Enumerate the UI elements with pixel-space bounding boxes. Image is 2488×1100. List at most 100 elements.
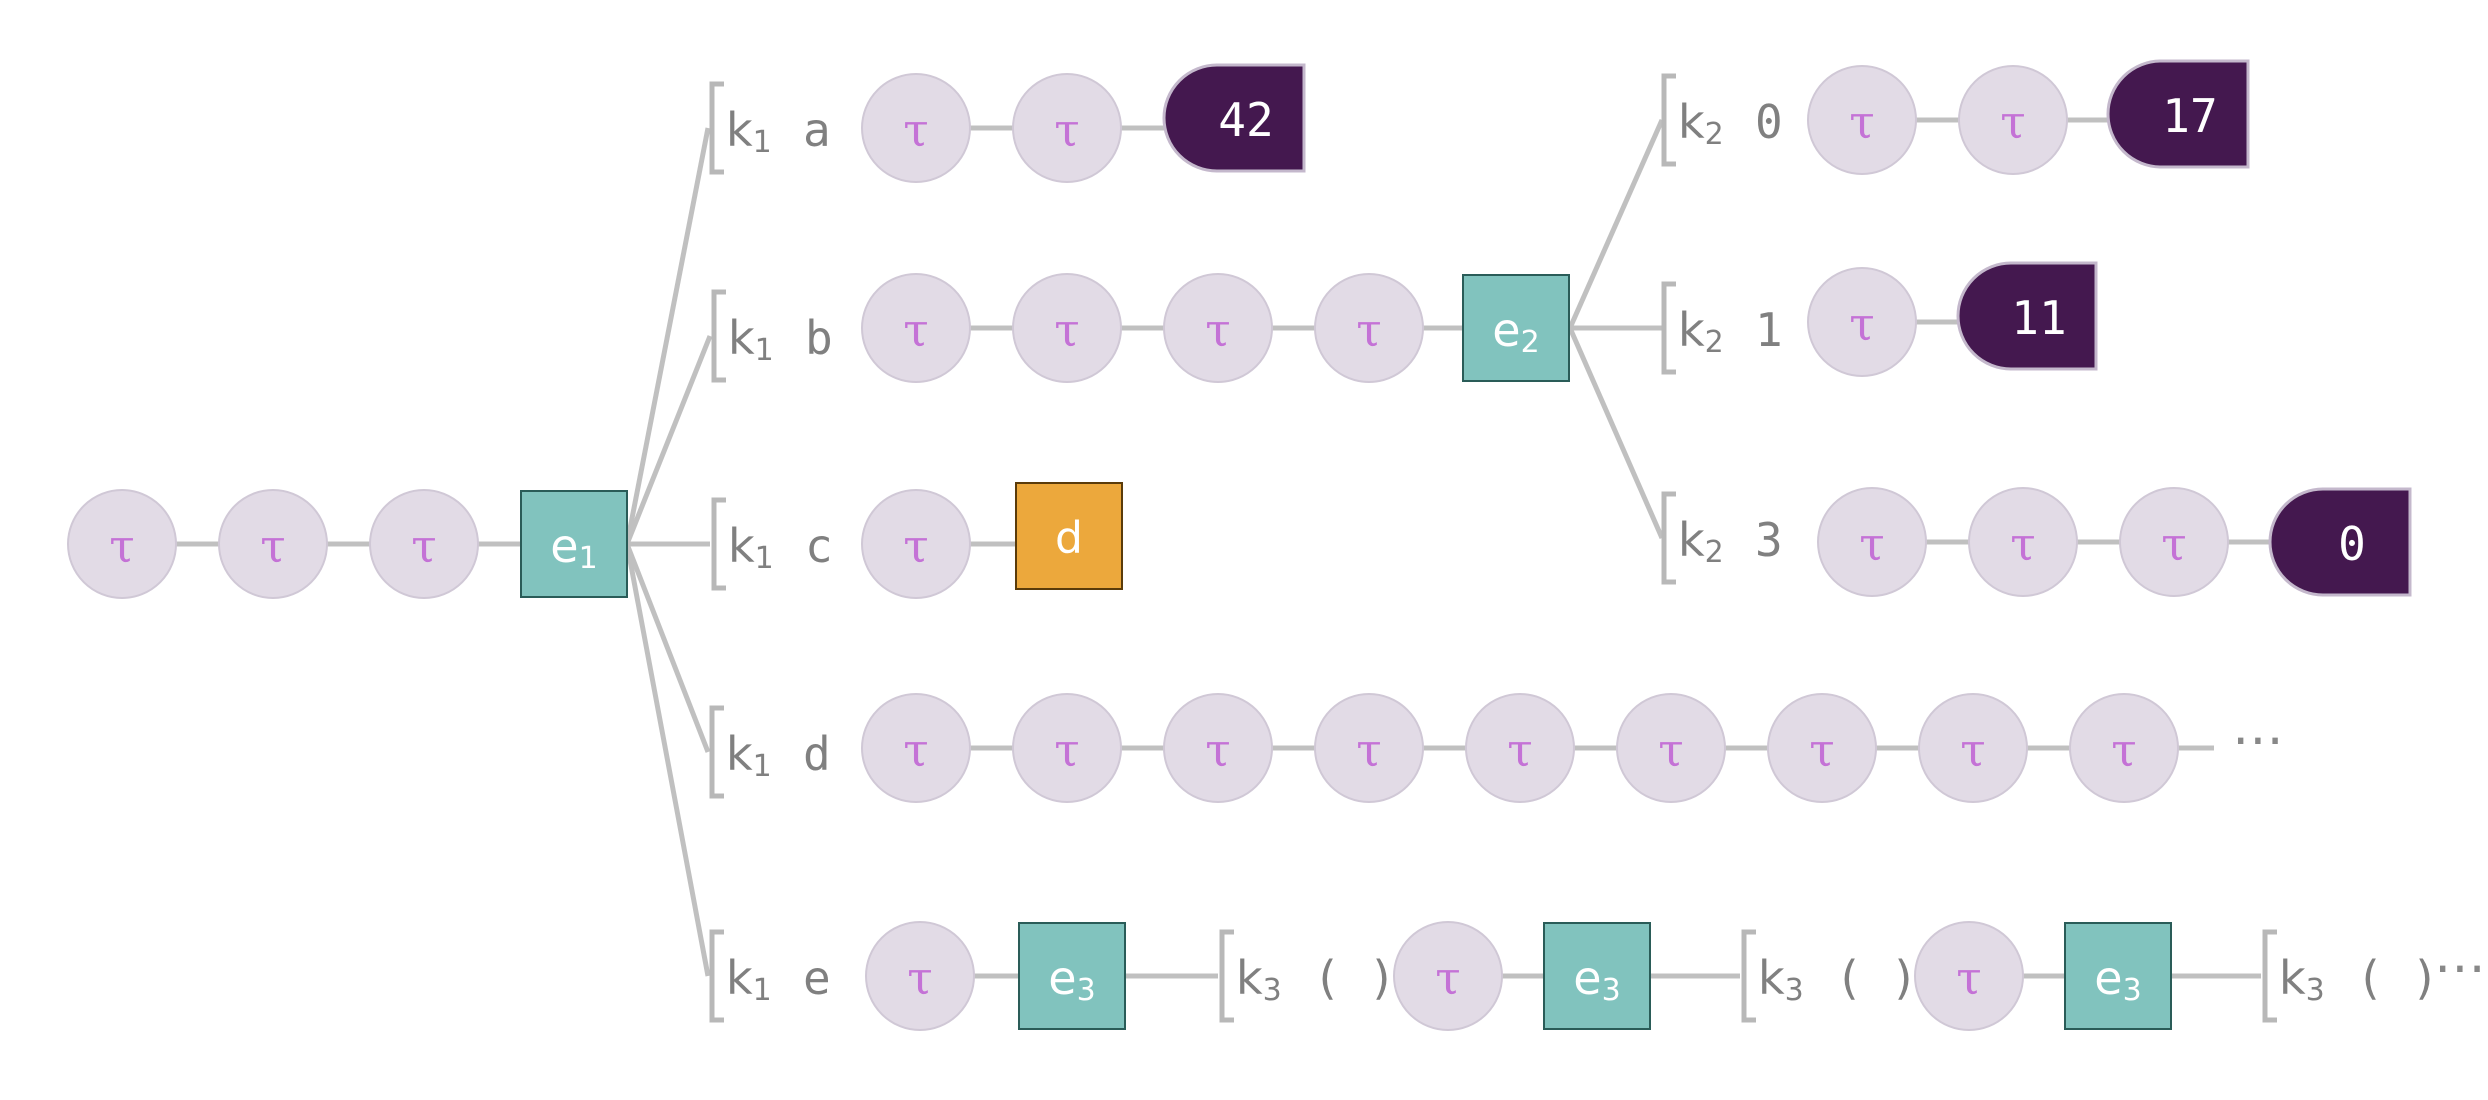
key-subscript: 2 [1705,117,1724,152]
tau-node [861,73,971,183]
key-label-k1: k1 [726,103,772,160]
tau-node [1807,65,1917,175]
tau-node [865,921,975,1031]
key-subscript: 2 [1705,535,1724,570]
effect-label-e2: e2 [1492,303,1539,360]
tau-node [1914,921,2024,1031]
tau-node [1616,693,1726,803]
result-value: 0 [2338,517,2366,571]
effect-subscript: 3 [2123,973,2142,1008]
effect-letter: e [1048,951,1076,1005]
key-label-k2: k2 [1678,95,1724,152]
key-argument: d [803,727,831,781]
key-subscript: 1 [755,541,774,576]
tau-node [67,489,177,599]
key-label-k1: k1 [728,519,774,576]
fan-edge-e1 [624,543,711,753]
tau-symbol: τ [1054,303,1079,357]
result-node [2106,59,2250,169]
key-subscript: 1 [753,973,772,1008]
tau-symbol: τ [1205,723,1230,777]
tau-node [1314,693,1424,803]
tau-symbol: τ [2010,517,2035,571]
bracket [709,929,724,1023]
tau-node [2069,693,2179,803]
effect-node-e3 [1543,922,1651,1030]
bracket [711,289,726,383]
tau-node [1958,65,2068,175]
key-argument: ( ) [1313,951,1396,1005]
effect-label-e3: e3 [1048,951,1095,1008]
tau-symbol: τ [1205,303,1230,357]
tau-node [1163,693,1273,803]
bracket [709,705,724,799]
effect-node-e2 [1462,274,1570,382]
key-label-k1: k1 [726,951,772,1008]
key-letter: k [1678,95,1705,149]
key-argument: ( ) [1835,951,1918,1005]
tau-node [218,489,328,599]
tau-node [861,273,971,383]
tau-symbol: τ [907,951,932,1005]
bracket [709,81,724,175]
tau-symbol: τ [1054,723,1079,777]
fan-edge-e1 [624,543,711,977]
result-node [2268,487,2412,597]
fan-edge-e1 [624,335,713,545]
effect-letter: e [550,519,578,573]
result-node [1162,63,1306,173]
tau-symbol: τ [1960,723,1985,777]
bracket [1661,73,1676,167]
tau-symbol: τ [1356,723,1381,777]
tau-symbol: τ [1956,951,1981,1005]
tau-symbol: τ [1435,951,1460,1005]
effect-label-e1: e1 [550,519,597,576]
result-value: 42 [1218,93,1273,147]
effect-subscript: 3 [1602,973,1621,1008]
effect-label-e3: e3 [1573,951,1620,1008]
continuation-ellipsis: ⋯ [2434,938,2486,998]
effect-label-e3: e3 [2094,951,2141,1008]
key-argument: 3 [1755,513,1783,567]
tau-symbol: τ [1859,517,1884,571]
key-subscript: 1 [755,333,774,368]
key-subscript: 3 [1263,973,1282,1008]
stop-label: d [1055,513,1083,564]
effect-node-e1 [520,490,628,598]
key-label-k3: k3 [1236,951,1282,1008]
key-argument: c [805,519,833,573]
tau-symbol: τ [1809,723,1834,777]
tau-node [2119,487,2229,597]
tau-node [1393,921,1503,1031]
tau-node [1918,693,2028,803]
key-label-k3: k3 [1758,951,1804,1008]
tau-node [1012,273,1122,383]
tau-symbol: τ [903,723,928,777]
tau-symbol: τ [2161,517,2186,571]
bracket [1219,929,1234,1023]
fan-edge-e2 [1567,118,1665,330]
fan-edge-e1 [624,127,711,545]
key-label-k2: k2 [1678,303,1724,360]
effect-subscript: 3 [1077,973,1096,1008]
tau-node [1968,487,2078,597]
key-subscript: 1 [753,125,772,160]
key-letter: k [2279,951,2306,1005]
tau-symbol: τ [109,519,134,573]
effect-node-e3 [2064,922,2172,1030]
result-node [1956,261,2098,371]
tau-symbol: τ [903,519,928,573]
tau-node [1012,693,1122,803]
tau-node [1314,273,1424,383]
key-subscript: 2 [1705,325,1724,360]
stop-node [1015,482,1123,590]
edges-layer [176,117,2274,979]
bracket [2262,929,2277,1023]
key-letter: k [1678,303,1705,357]
key-subscript: 3 [2306,973,2325,1008]
tau-node [861,489,971,599]
tau-node [1163,273,1273,383]
key-label-k2: k2 [1678,513,1724,570]
tau-symbol: τ [903,303,928,357]
effect-letter: e [1492,303,1520,357]
